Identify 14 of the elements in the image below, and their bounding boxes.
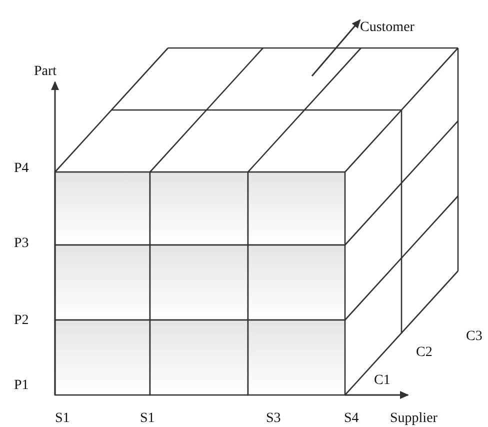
axis-label: Part [34,64,57,80]
tick-label: P1 [14,378,29,394]
axis-label: Supplier [390,411,438,427]
tick-label: S1 [140,411,155,427]
tick-label: P4 [14,161,29,177]
axis-label: Customer [360,20,414,36]
tick-label: S3 [266,411,281,427]
tick-label: P3 [14,236,29,252]
tick-label: C3 [466,329,482,345]
tick-label: S1 [55,411,70,427]
tick-label: C2 [416,345,432,361]
tick-label: P2 [14,313,29,329]
tick-label: S4 [344,411,359,427]
tick-label: C1 [374,373,390,389]
